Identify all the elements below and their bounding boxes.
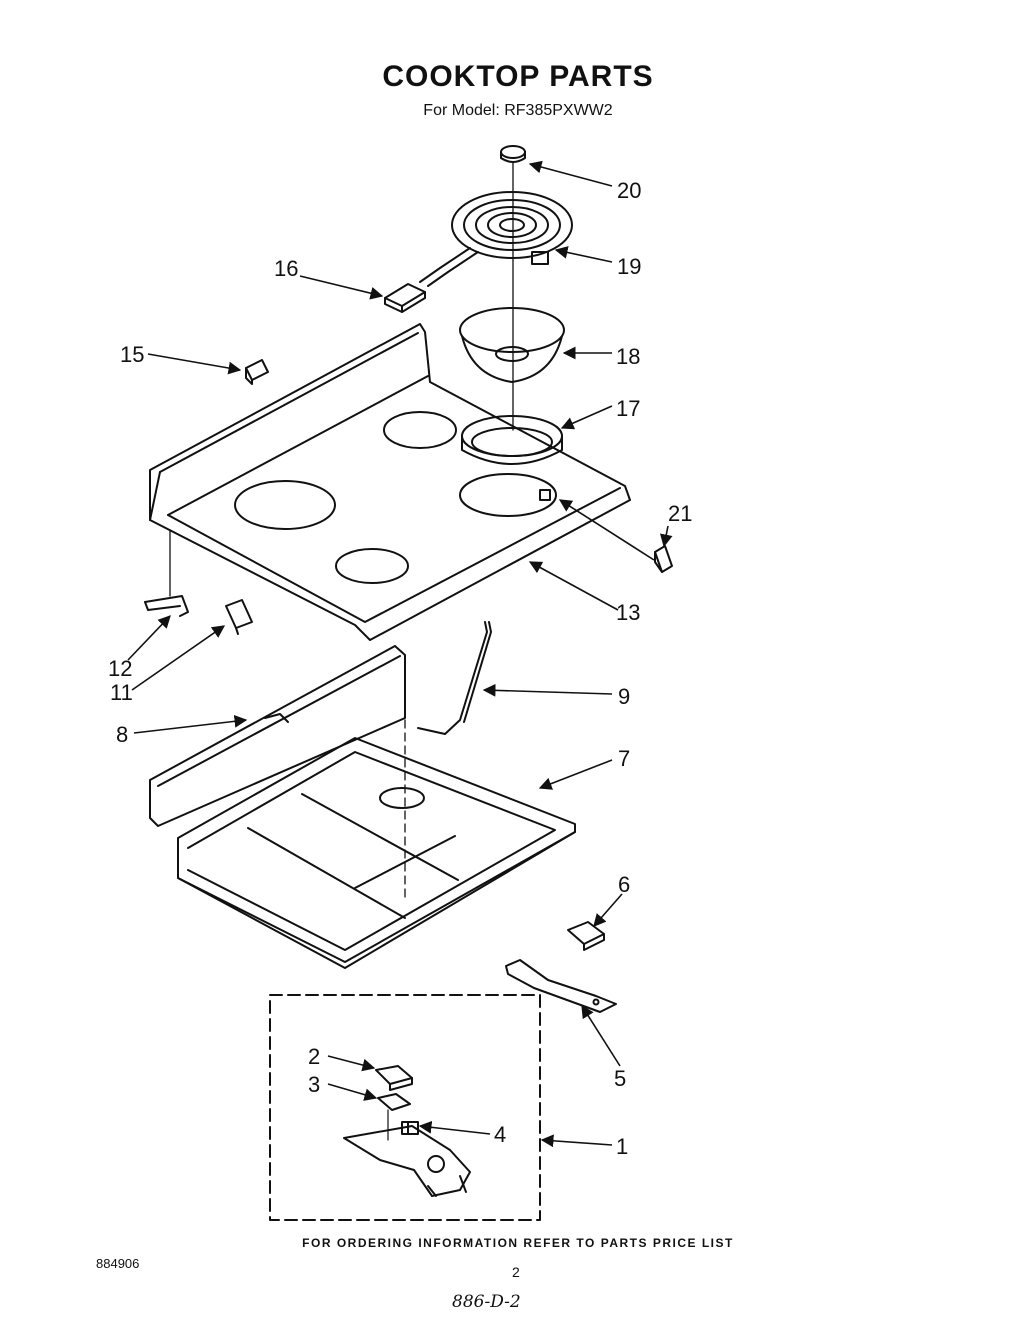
label-part-17: 17 bbox=[616, 396, 640, 421]
part-clip bbox=[245, 359, 269, 385]
label-part-2: 2 bbox=[308, 1044, 320, 1069]
part-hinge bbox=[144, 529, 189, 617]
part-burner-box bbox=[177, 737, 576, 969]
label-part-13: 13 bbox=[616, 600, 640, 625]
label-part-11: 11 bbox=[110, 680, 133, 705]
part-support-bar bbox=[505, 959, 617, 1013]
part-hinge-support bbox=[225, 599, 253, 635]
label-part-5: 5 bbox=[614, 1066, 626, 1091]
label-part-8: 8 bbox=[116, 722, 128, 747]
ordering-note: FOR ORDERING INFORMATION REFER TO PARTS … bbox=[302, 1236, 734, 1250]
label-part-19: 19 bbox=[617, 254, 641, 279]
assembly-box bbox=[269, 994, 541, 1221]
part-prop-rod bbox=[417, 621, 492, 735]
part-drip-bowl bbox=[459, 307, 565, 383]
part-cooktop bbox=[149, 323, 631, 641]
page-number: 2 bbox=[512, 1264, 520, 1280]
part-rear-panel bbox=[149, 645, 406, 901]
label-part-16: 16 bbox=[274, 256, 298, 281]
part-receptacle bbox=[343, 1109, 471, 1197]
label-part-12: 12 bbox=[108, 656, 132, 681]
label-part-1: 1 bbox=[616, 1134, 628, 1159]
part-knob-cap bbox=[500, 145, 526, 163]
part-terminal bbox=[375, 1065, 413, 1091]
label-part-3: 3 bbox=[308, 1072, 320, 1097]
label-part-4: 4 bbox=[494, 1122, 506, 1147]
document-number: 884906 bbox=[96, 1256, 140, 1271]
label-part-21: 21 bbox=[668, 501, 692, 526]
part-bracket bbox=[567, 921, 605, 951]
label-part-18: 18 bbox=[616, 344, 640, 369]
handwritten-note: 886-D-2 bbox=[452, 1292, 521, 1312]
part-insulator bbox=[377, 1093, 411, 1111]
label-part-9: 9 bbox=[618, 684, 630, 709]
label-part-15: 15 bbox=[120, 342, 144, 367]
part-bumper bbox=[654, 545, 673, 573]
model-subtitle: For Model: RF385PXWW2 bbox=[423, 102, 613, 119]
part-surface-element bbox=[419, 191, 573, 287]
part-trim-ring bbox=[461, 415, 563, 465]
label-part-20: 20 bbox=[617, 178, 641, 203]
part-terminal-block bbox=[384, 283, 426, 313]
page-title: COOKTOP PARTS bbox=[382, 60, 654, 93]
label-part-7: 7 bbox=[618, 746, 630, 771]
label-part-6: 6 bbox=[618, 872, 630, 897]
